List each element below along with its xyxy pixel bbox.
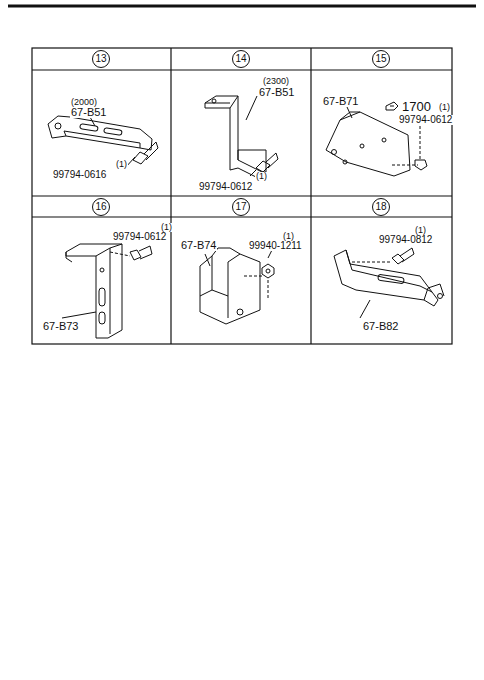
bolt-16: [130, 246, 152, 260]
part-number: 67-B71: [322, 96, 359, 107]
part-number: 99794-0612: [112, 232, 167, 242]
bolt-14: [256, 153, 278, 172]
part-number: 99794-0812: [378, 235, 433, 245]
qty-note: (2300): [262, 77, 290, 86]
quantity: (1): [414, 226, 427, 235]
part-number: 99794-0612: [398, 115, 453, 125]
callout-text: 16: [95, 202, 106, 212]
callout-text: 13: [95, 54, 106, 64]
part-number: 67-B73: [42, 321, 79, 332]
reference-number: 1700: [401, 100, 432, 113]
part-number: 99794-0616: [52, 170, 107, 180]
bracket-13: [48, 116, 152, 168]
note-icon: [386, 102, 398, 110]
callout-number: 14: [232, 50, 250, 68]
bolt-15: [415, 160, 427, 170]
callout-number: 17: [232, 198, 250, 216]
nut-17: [262, 264, 274, 278]
callout-text: 14: [235, 54, 246, 64]
part-number: 99794-0612: [198, 182, 253, 192]
part-number: 67-B82: [362, 321, 399, 332]
bolt-13: [133, 142, 158, 164]
quantity: (1): [115, 160, 128, 169]
top-rule: [8, 5, 476, 8]
quantity: (1): [255, 172, 268, 181]
callout-number: 18: [372, 198, 390, 216]
callout-text: 18: [375, 202, 386, 212]
part-number: 67-B51: [70, 107, 107, 118]
quantity: (1): [438, 103, 451, 112]
callout-text: 15: [375, 54, 386, 64]
callout-number: 15: [372, 50, 390, 68]
quantity: (1): [160, 223, 173, 232]
callout-text: 17: [235, 202, 246, 212]
bolt-18: [392, 248, 414, 264]
part-number: 67-B74: [180, 240, 217, 251]
callout-number: 13: [92, 50, 110, 68]
bracket-18: [334, 250, 444, 318]
part-number: 99940-1211: [248, 241, 303, 251]
table-grid: [32, 48, 452, 344]
qty-note: (2000): [70, 98, 98, 107]
part-number: 67-B51: [258, 87, 295, 98]
bracket-17: [200, 248, 272, 324]
callout-number: 16: [92, 198, 110, 216]
quantity: (1): [282, 232, 295, 241]
